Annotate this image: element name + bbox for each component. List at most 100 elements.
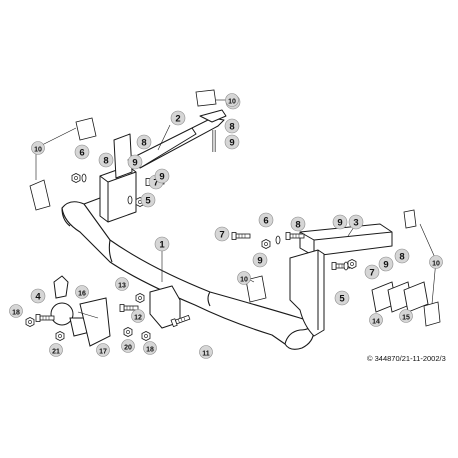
callout-8: 8	[136, 134, 152, 150]
callout-number: 5	[339, 293, 345, 304]
callout-number: 6	[263, 215, 268, 226]
callout-circle	[154, 168, 170, 184]
callout-9: 9	[127, 154, 143, 170]
callout-number: 10	[240, 276, 248, 283]
callout-number: 9	[229, 137, 234, 148]
callout-21: 21	[49, 343, 63, 357]
spacer-plates	[371, 281, 429, 313]
callout-6: 6	[74, 144, 90, 160]
callout-circle	[9, 304, 23, 318]
callout-11: 11	[199, 345, 213, 359]
callout-circle	[140, 192, 156, 208]
right-side-bracket	[289, 223, 393, 337]
callout-7: 7	[214, 226, 230, 242]
callout-8: 8	[98, 152, 114, 168]
callout-number: 8	[141, 137, 146, 148]
callout-circle	[199, 345, 213, 359]
callout-12: 12	[131, 309, 145, 323]
callout-8: 8	[394, 248, 410, 264]
callout-circle	[143, 341, 157, 355]
callout-number: 7	[219, 229, 224, 240]
callout-circle	[237, 271, 251, 285]
callout-13: 13	[115, 277, 129, 291]
callout-circle	[154, 236, 170, 252]
callout-number: 9	[383, 259, 388, 270]
callout-number: 9	[159, 171, 164, 182]
callout-7: 7	[364, 264, 380, 280]
callout-circle	[96, 343, 110, 357]
callout-10: 10	[225, 93, 239, 107]
callout-2: 2	[170, 110, 186, 126]
callout-number: 10	[432, 260, 440, 267]
leader-lines	[35, 99, 437, 319]
callout-number: 2	[175, 113, 180, 124]
callout-9: 9	[224, 134, 240, 150]
callout-circle	[224, 134, 240, 150]
callout-circle	[74, 144, 90, 160]
callout-number: 15	[402, 314, 410, 321]
callout-circle	[332, 214, 348, 230]
callout-18: 18	[9, 304, 23, 318]
callout-10: 10	[429, 255, 443, 269]
callout-circle	[31, 141, 45, 155]
callout-9: 9	[154, 168, 170, 184]
callout-5: 5	[140, 192, 156, 208]
callout-number: 13	[118, 282, 126, 289]
callout-number: 18	[12, 309, 20, 316]
callout-8: 8	[224, 118, 240, 134]
left-side-bracket	[83, 133, 137, 223]
callout-number: 9	[337, 217, 342, 228]
callout-circle	[131, 309, 145, 323]
callout-number: 10	[228, 98, 236, 105]
callout-number: 5	[145, 195, 151, 206]
callout-number: 8	[103, 155, 108, 166]
callout-number: 9	[132, 157, 137, 168]
callout-20: 20	[121, 339, 135, 353]
hardware	[25, 130, 357, 341]
callout-number: 8	[229, 121, 234, 132]
callout-15: 15	[399, 309, 413, 323]
tow-ball-assembly	[50, 275, 181, 347]
callout-number: 20	[124, 344, 132, 351]
callout-16: 16	[75, 285, 89, 299]
callout-circle	[348, 214, 364, 230]
callout-number: 9	[257, 255, 262, 266]
callout-10: 10	[237, 271, 251, 285]
callout-number: 7	[369, 267, 374, 278]
callout-5: 5	[334, 290, 350, 306]
callout-number: 7	[153, 177, 158, 188]
callout-circle	[429, 255, 443, 269]
callout-number: 11	[202, 350, 210, 357]
callout-circle	[252, 252, 268, 268]
callout-circle	[394, 248, 410, 264]
callout-9: 9	[252, 252, 268, 268]
callout-1: 1	[154, 236, 170, 252]
mounting-clips	[29, 89, 441, 327]
callout-circle	[214, 226, 230, 242]
callout-circle	[136, 134, 152, 150]
callout-3: 3	[348, 214, 364, 230]
upper-tube	[127, 109, 227, 169]
callout-circle	[30, 288, 46, 304]
callout-number: 18	[146, 346, 154, 353]
callout-number: 10	[34, 146, 42, 153]
drawing-reference: © 344870/21-11-2002/3	[367, 354, 446, 363]
callout-9: 9	[332, 214, 348, 230]
callout-number: 8	[399, 251, 404, 262]
callout-number: 3	[353, 217, 358, 228]
callout-circle	[225, 93, 239, 107]
callout-number: 4	[35, 291, 41, 302]
callout-number: 8	[295, 219, 300, 230]
callout-circle	[115, 277, 129, 291]
callout-circle	[98, 152, 114, 168]
callout-18: 18	[143, 341, 157, 355]
callout-number: 1	[159, 239, 165, 250]
callout-circle	[75, 285, 89, 299]
callout-number: 17	[99, 348, 107, 355]
callout-6: 6	[258, 212, 274, 228]
callout-17: 17	[96, 343, 110, 357]
callout-circle	[369, 313, 383, 327]
callout-4: 4	[30, 288, 46, 304]
